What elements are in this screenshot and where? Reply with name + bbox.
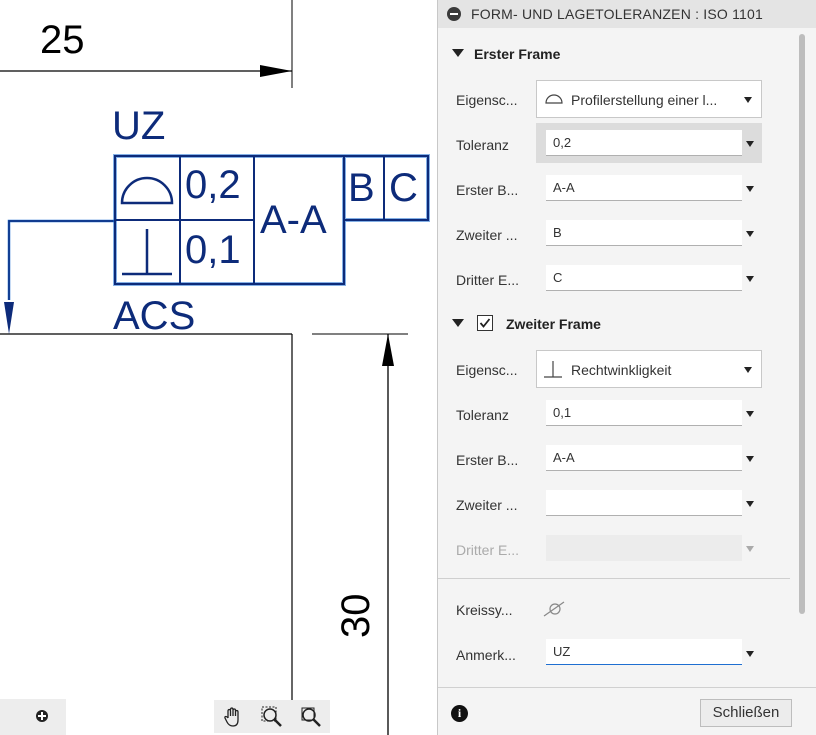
second-frame-property-select[interactable]: Rechtwinkligkeit xyxy=(536,350,762,388)
panel-title: FORM- UND LAGETOLERANZEN : ISO 1101 xyxy=(471,6,763,22)
expand-first-frame-icon[interactable] xyxy=(452,49,464,57)
close-button[interactable]: Schließen xyxy=(700,699,792,727)
section-divider xyxy=(438,578,790,579)
first-frame-property-select[interactable]: Profilerstellung einer l... xyxy=(536,80,762,118)
fcf-leader-arrow xyxy=(4,302,14,334)
first-frame-property-row: Eigensc... Profilerstellung einer l... xyxy=(438,80,798,118)
chevron-down-icon[interactable] xyxy=(746,141,754,147)
second-frame-tolerance-row: Toleranz 0,1 xyxy=(438,397,798,431)
first-frame-primary-input[interactable]: A-A xyxy=(546,175,742,201)
circle-symbol-label: Kreissy... xyxy=(456,602,513,618)
second-frame-primary-label: Erster B... xyxy=(456,452,519,468)
fcf-primary-datum: A-A xyxy=(260,198,327,242)
first-frame-property-value: Profilerstellung einer l... xyxy=(571,92,718,108)
fcf-perpendicular-symbol xyxy=(122,229,172,276)
fcf-leader-line xyxy=(8,220,115,300)
second-frame-primary-input[interactable]: A-A xyxy=(546,445,742,471)
second-frame-secondary-row: Zweiter ... xyxy=(438,487,798,521)
checkmark-icon xyxy=(479,318,491,328)
fcf-frame2-tolerance: 0,1 xyxy=(185,228,241,272)
panel-header: FORM- UND LAGETOLERANZEN : ISO 1101 xyxy=(438,0,816,28)
panel-scrollbar-thumb[interactable] xyxy=(799,34,805,614)
note-input[interactable]: UZ xyxy=(546,639,742,665)
chevron-down-icon[interactable] xyxy=(746,456,754,462)
collapse-icon[interactable] xyxy=(447,7,461,21)
chevron-down-icon[interactable] xyxy=(746,651,754,657)
gdt-dialog-panel: FORM- UND LAGETOLERANZEN : ISO 1101 Erst… xyxy=(437,0,816,735)
dimension-value-horizontal: 25 xyxy=(40,18,85,62)
zoom-window-icon[interactable] xyxy=(260,705,284,729)
drawing-canvas[interactable]: 25 30 UZ ACS 0,2 0,1 A-A B C xyxy=(0,0,437,735)
zoom-icon[interactable] xyxy=(299,705,323,729)
second-frame-property-row: Eigensc... Rechtwinkligkeit xyxy=(438,350,798,388)
panel-footer: i Schließen xyxy=(438,687,816,735)
chevron-down-icon xyxy=(746,546,754,552)
fcf-bottom-label: ACS xyxy=(113,294,196,338)
second-frame-primary-row: Erster B... A-A xyxy=(438,442,798,476)
chevron-down-icon xyxy=(744,367,752,373)
first-frame-tolerance-input[interactable]: 0,2 xyxy=(546,130,742,156)
dimension-value-vertical: 30 xyxy=(334,593,378,639)
second-frame-checkbox[interactable] xyxy=(477,315,493,331)
second-frame-tolerance-input[interactable]: 0,1 xyxy=(546,400,742,426)
first-frame-secondary-row: Zweiter ... B xyxy=(438,217,798,251)
first-frame-tolerance-row: Toleranz 0,2 xyxy=(438,123,798,163)
first-frame-tolerance-label: Toleranz xyxy=(456,137,509,153)
first-frame-tertiary-row: Dritter E... C xyxy=(438,262,798,296)
first-frame-property-label: Eigensc... xyxy=(456,92,518,108)
second-frame-property-label: Eigensc... xyxy=(456,362,518,378)
first-frame-secondary-input[interactable]: B xyxy=(546,220,742,246)
chevron-down-icon[interactable] xyxy=(746,501,754,507)
fcf-top-label: UZ xyxy=(112,104,166,148)
first-frame-primary-row: Erster B... A-A xyxy=(438,172,798,206)
profile-of-surface-icon xyxy=(545,94,563,104)
chevron-down-icon[interactable] xyxy=(746,276,754,282)
first-frame-secondary-label: Zweiter ... xyxy=(456,227,518,243)
chevron-down-icon xyxy=(744,97,752,103)
first-frame-tertiary-label: Dritter E... xyxy=(456,272,520,288)
expand-second-frame-icon[interactable] xyxy=(452,319,464,327)
dimension-arrow-horizontal xyxy=(260,65,292,77)
second-frame-tolerance-label: Toleranz xyxy=(456,407,509,423)
drawing-geometry xyxy=(0,0,430,735)
navigation-toolbar xyxy=(214,700,330,733)
note-label: Anmerk... xyxy=(456,647,516,663)
note-row: Anmerk... UZ xyxy=(438,637,798,671)
circle-symbol-icon[interactable] xyxy=(542,600,566,618)
perpendicularity-icon xyxy=(544,361,562,378)
second-frame-secondary-input[interactable] xyxy=(546,490,742,516)
first-frame-title[interactable]: Erster Frame xyxy=(474,46,561,62)
second-frame-title[interactable]: Zweiter Frame xyxy=(506,316,601,332)
feature-control-frame xyxy=(114,155,429,285)
second-frame-tertiary-row: Dritter E... xyxy=(438,532,798,566)
first-frame-primary-label: Erster B... xyxy=(456,182,519,198)
chevron-down-icon[interactable] xyxy=(746,186,754,192)
second-frame-tertiary-input xyxy=(546,535,742,561)
fcf-profile-symbol xyxy=(120,176,174,205)
circle-symbol-row: Kreissy... xyxy=(438,592,798,626)
second-frame-secondary-label: Zweiter ... xyxy=(456,497,518,513)
chevron-down-icon[interactable] xyxy=(746,231,754,237)
first-frame-tertiary-input[interactable]: C xyxy=(546,265,742,291)
fcf-secondary-datum: B xyxy=(348,166,375,210)
canvas-bottom-toolbar xyxy=(0,699,66,735)
fcf-frame1-tolerance: 0,2 xyxy=(185,163,241,207)
dimension-arrow-vertical xyxy=(382,334,394,366)
pan-hand-icon[interactable] xyxy=(221,705,245,729)
add-icon[interactable] xyxy=(36,710,48,722)
fcf-tertiary-datum: C xyxy=(389,166,418,210)
info-icon[interactable]: i xyxy=(451,705,468,722)
second-frame-tertiary-label: Dritter E... xyxy=(456,542,520,558)
chevron-down-icon[interactable] xyxy=(746,411,754,417)
second-frame-property-value: Rechtwinkligkeit xyxy=(571,362,672,378)
